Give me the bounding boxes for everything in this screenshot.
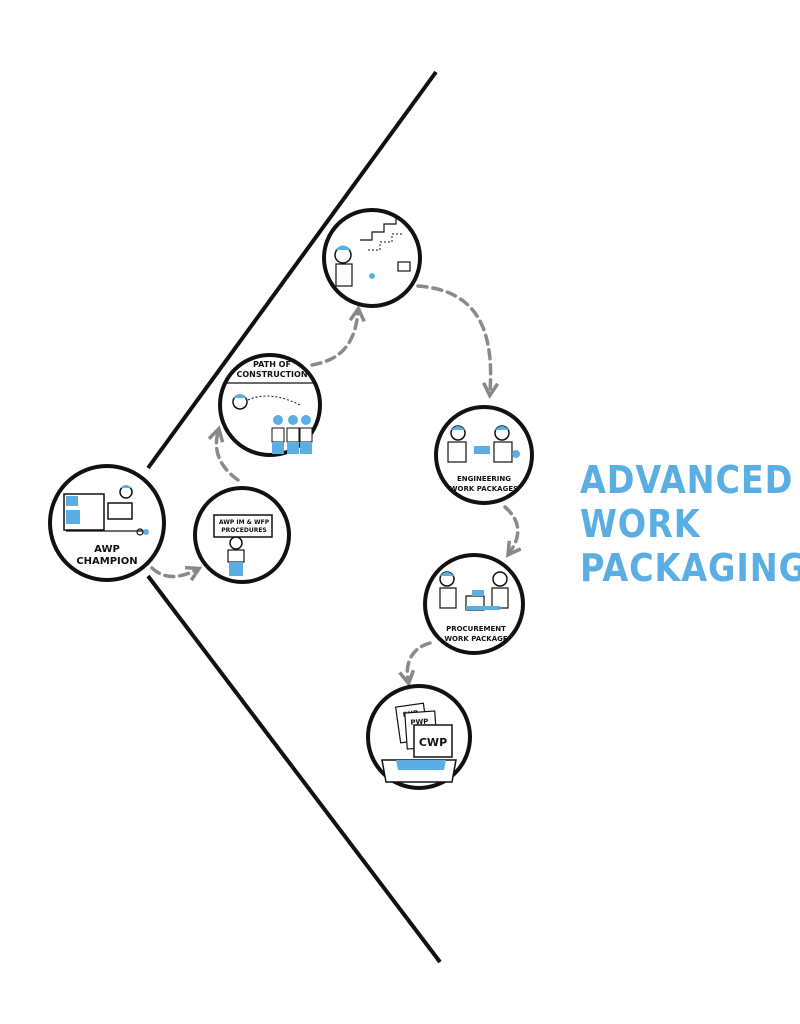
document-cwp: CWP xyxy=(419,736,447,749)
step-procedures: AWP IM & WFP PROCEDURES xyxy=(193,486,291,584)
document-pwp: PWP xyxy=(410,717,428,726)
v-line-upper xyxy=(146,70,438,470)
step-1-label-line-1: AWP xyxy=(94,544,120,555)
step-6-label-line-2: WORK PACKAGE xyxy=(444,635,508,643)
step-6-label-line-1: PROCUREMENT xyxy=(446,625,506,633)
step-engineering: ENGINEERING WORK PACKAGES xyxy=(434,405,534,505)
step-construction-scene xyxy=(322,208,422,308)
arrow-2 xyxy=(207,425,240,482)
step-cwp-box: IWP PWP CWP xyxy=(366,684,472,790)
arrow-5 xyxy=(503,505,522,558)
arrow-1 xyxy=(150,565,203,582)
step-5-label-line-2: WORK PACKAGES xyxy=(450,485,518,493)
step-3-label-line-2: CONSTRUCTION xyxy=(236,370,307,379)
step-2-label-line-1: AWP IM & WFP xyxy=(219,519,270,526)
v-line-lower xyxy=(146,574,442,964)
title-line-2: WORK xyxy=(580,502,701,546)
arrow-6 xyxy=(398,641,432,687)
arrow-3 xyxy=(310,305,366,367)
step-1-label-line-2: CHAMPION xyxy=(76,556,137,567)
title-line-1: ADVANCED xyxy=(580,458,794,502)
step-3-label-line-1: PATH OF xyxy=(253,360,291,369)
diagram-title: ADVANCED WORK PACKAGING xyxy=(580,458,800,590)
step-awp-champion: AWP CHAMPION xyxy=(48,464,166,582)
workers-group-icon xyxy=(271,415,313,454)
title-line-3: PACKAGING xyxy=(580,546,800,590)
step-procurement: PROCUREMENT WORK PACKAGE xyxy=(423,553,525,655)
step-2-label-line-2: PROCEDURES xyxy=(221,527,267,534)
step-5-label-line-1: ENGINEERING xyxy=(457,475,511,483)
worker-icon xyxy=(229,536,243,550)
step-path-of-construction: PATH OF CONSTRUCTION xyxy=(218,353,322,457)
flow-arrows xyxy=(150,284,522,687)
supplier-icon xyxy=(492,571,508,587)
arrow-4 xyxy=(416,284,500,400)
